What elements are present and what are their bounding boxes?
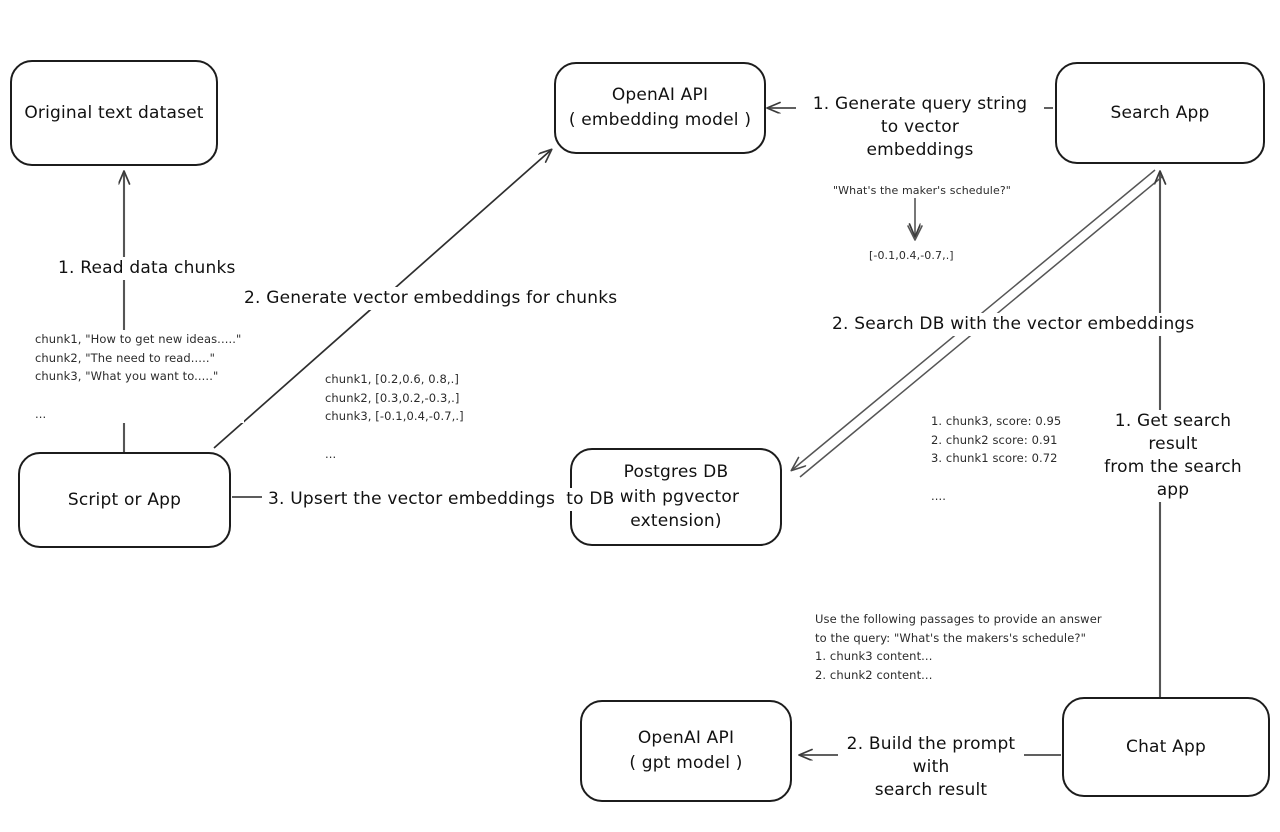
node-openai-embedding-api[interactable]: OpenAI API ( embedding model ) bbox=[554, 62, 766, 154]
node-postgres-db-line2: (with pgvector extension) bbox=[612, 486, 740, 532]
node-search-app-label: Search App bbox=[1110, 102, 1210, 123]
node-search-app[interactable]: Search App bbox=[1055, 62, 1265, 164]
node-openai-gpt-api-line2: ( gpt model ) bbox=[629, 753, 743, 773]
node-script-or-app-label: Script or App bbox=[67, 489, 182, 510]
note-search-results: 1. chunk3, score: 0.95 2. chunk2 score: … bbox=[928, 412, 1065, 506]
node-openai-embedding-api-line2: ( embedding model ) bbox=[568, 110, 752, 130]
node-script-or-app[interactable]: Script or App bbox=[18, 452, 231, 548]
edge-label-generate-vector-embeddings: 2. Generate vector embeddings for chunks bbox=[238, 287, 624, 310]
node-chat-app-label: Chat App bbox=[1126, 736, 1206, 757]
edge-label-generate-query-embeddings: 1. Generate query string to vector embed… bbox=[796, 93, 1044, 162]
edge-label-read-data-chunks: 1. Read data chunks bbox=[52, 257, 242, 280]
edge-label-upsert-embeddings: 3. Upsert the vector embeddings to DB bbox=[262, 488, 621, 511]
note-prompt-sample: Use the following passages to provide an… bbox=[812, 610, 1105, 685]
node-chat-app[interactable]: Chat App bbox=[1062, 697, 1270, 797]
node-postgres-db-line1: Postgres DB bbox=[623, 462, 729, 483]
node-original-text-dataset[interactable]: Original text dataset bbox=[10, 60, 218, 166]
edge-label-build-prompt: 2. Build the prompt with search result bbox=[838, 733, 1024, 802]
query-to-vector-arrow bbox=[907, 198, 923, 241]
node-original-text-dataset-label: Original text dataset bbox=[24, 102, 204, 123]
note-embeddings-sample: chunk1, [0.2,0.6, 0.8,.] chunk2, [0.3,0.… bbox=[322, 370, 467, 464]
edge-label-search-db: 2. Search DB with the vector embeddings bbox=[826, 313, 1201, 336]
edge-label-get-search-result: 1. Get search result from the search app bbox=[1092, 410, 1254, 502]
note-query-vector: [-0.1,0.4,-0.7,.] bbox=[866, 247, 957, 265]
node-openai-embedding-api-line1: OpenAI API bbox=[611, 85, 709, 106]
note-chunks-sample: chunk1, "How to get new ideas....." chun… bbox=[32, 330, 245, 424]
node-openai-gpt-api[interactable]: OpenAI API ( gpt model ) bbox=[580, 700, 792, 802]
node-openai-gpt-api-line1: OpenAI API bbox=[637, 728, 735, 749]
